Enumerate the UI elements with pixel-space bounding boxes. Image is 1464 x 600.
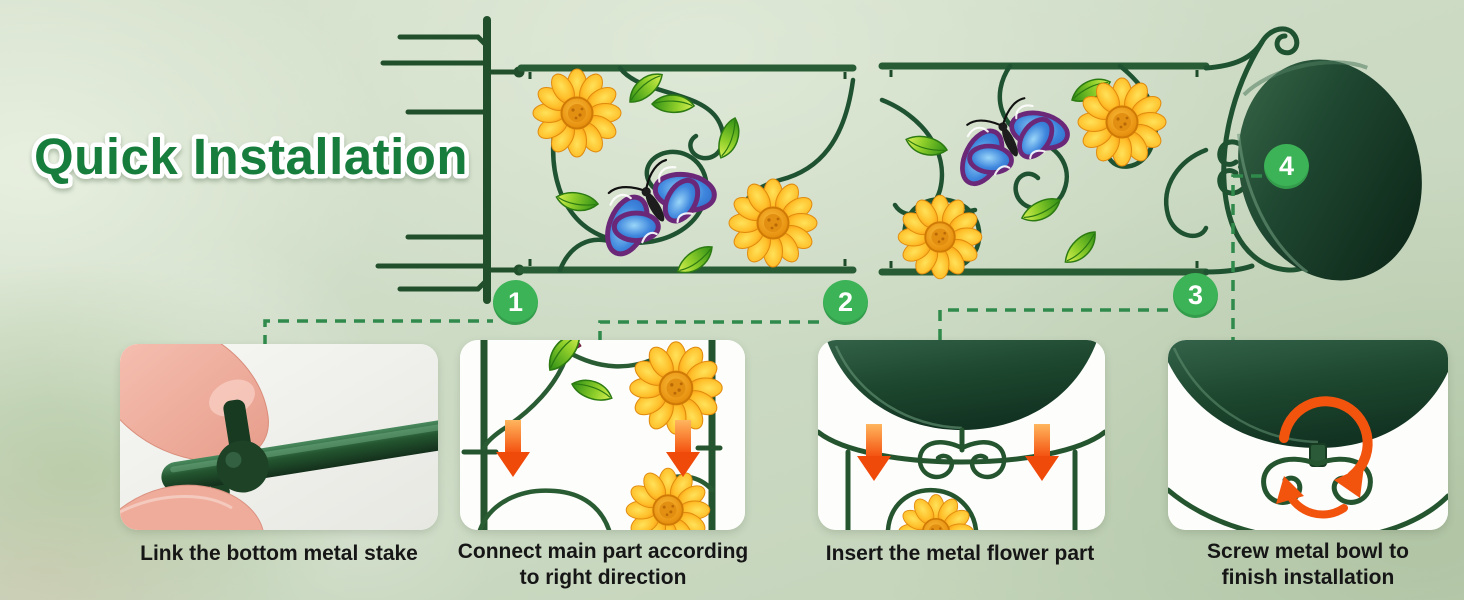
dashed-connector-2	[598, 320, 826, 342]
dashed-connector-4	[1231, 174, 1266, 348]
step-4-photo	[1168, 340, 1448, 530]
step-4-badge: 4	[1264, 144, 1309, 189]
metal-bowl	[826, 340, 1098, 430]
step-1-photo	[120, 344, 438, 530]
step-3-badge: 3	[1173, 273, 1218, 318]
dashed-connector-1	[263, 319, 493, 346]
sunflower-icon	[532, 68, 622, 158]
rotate-arrow-icon	[1276, 396, 1373, 519]
caption-line: finish installation	[1221, 566, 1395, 589]
title-block: Quick Installation	[30, 124, 473, 190]
step-2-number: 2	[837, 287, 854, 317]
step-3-number: 3	[1187, 280, 1204, 310]
step-2-caption: Connect main part according to right dir…	[443, 539, 763, 591]
step-1-caption: Link the bottom metal stake	[120, 541, 438, 567]
step-3-caption: Insert the metal flower part	[810, 541, 1110, 567]
metal-bowl-bottom	[1168, 340, 1448, 448]
step-2-photo	[460, 340, 745, 530]
caption-line: Insert the metal flower part	[825, 542, 1095, 565]
trellis-panel-a	[517, 64, 857, 280]
caption-line: Screw metal bowl to	[1207, 540, 1409, 563]
stand-scrolls	[818, 427, 1105, 530]
leaf-icon	[1058, 226, 1104, 269]
bowl-part	[1203, 26, 1422, 281]
caption-line: Connect main part according	[457, 540, 749, 563]
dashed-connector-lines	[263, 174, 1266, 348]
step-3-photo	[818, 340, 1105, 530]
step-2-badge: 2	[823, 280, 868, 325]
caption-line: Link the bottom metal stake	[140, 542, 418, 565]
butterfly-icon	[937, 84, 1082, 199]
leaf-icon	[650, 91, 696, 117]
trellis-panel-b	[878, 62, 1210, 280]
thumb	[120, 484, 264, 530]
dashed-connector-3	[938, 308, 1176, 340]
leaf-icon	[1017, 194, 1065, 227]
page-title: Quick Installation	[34, 128, 468, 185]
step-1-number: 1	[507, 287, 524, 317]
step-4-number: 4	[1278, 151, 1295, 181]
ground-stake-part	[375, 16, 525, 304]
step-4-caption: Screw metal bowl to finish installation	[1178, 539, 1438, 591]
caption-line: to right direction	[519, 566, 687, 589]
screw-joint-scrolls	[1168, 443, 1448, 530]
metal-bowl	[1236, 59, 1422, 281]
sunflower-icon	[728, 178, 818, 268]
step-1-badge: 1	[493, 280, 538, 325]
